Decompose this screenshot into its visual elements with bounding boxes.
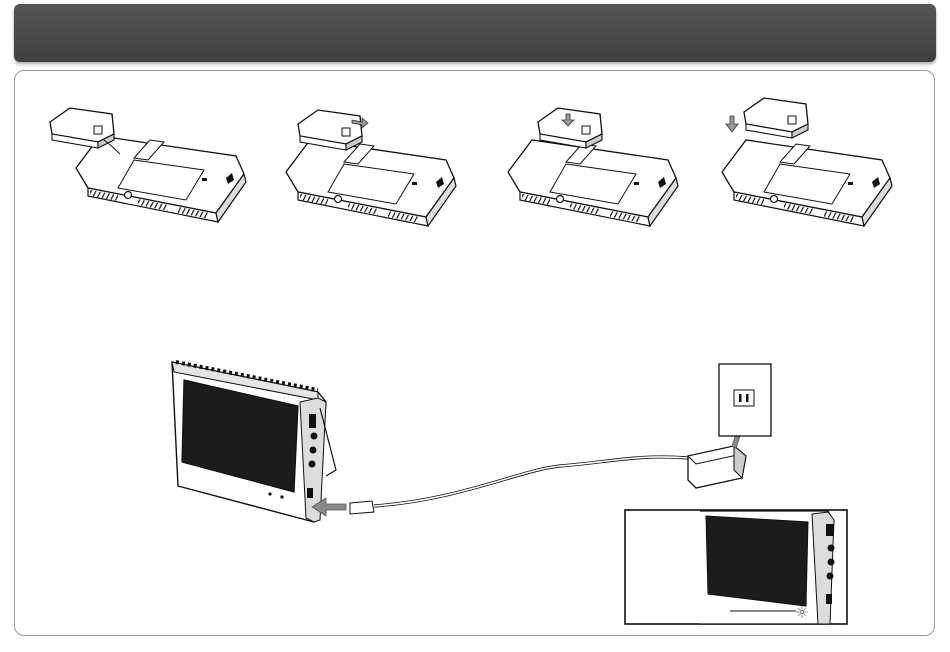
power-cable (350, 457, 688, 514)
portable-dvd-player (172, 362, 336, 522)
step-1-attach-battery (50, 108, 246, 222)
ac-adapter-icon (688, 446, 746, 488)
step-2-slide-battery (286, 110, 456, 226)
step-4-remove-battery (722, 98, 892, 226)
wall-outlet-icon (719, 364, 771, 436)
inset-power-led-detail (625, 510, 847, 624)
step-3-battery-locked (508, 108, 678, 226)
